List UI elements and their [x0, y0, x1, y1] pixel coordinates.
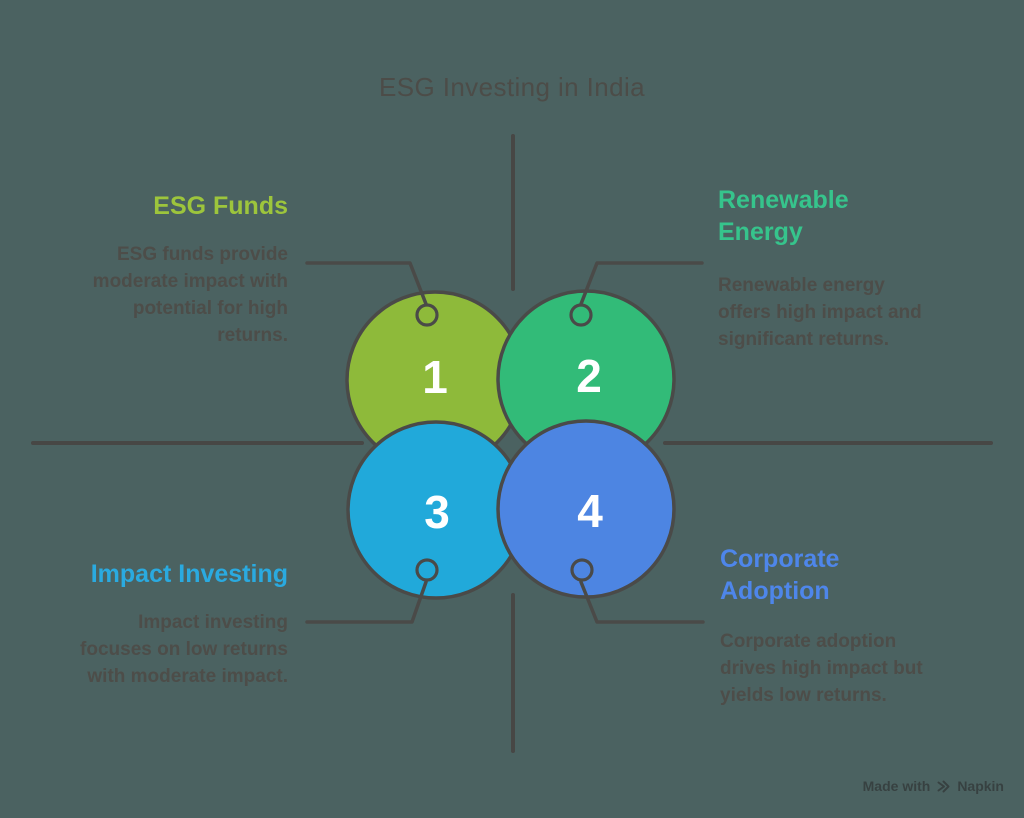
description-line: offers high impact and	[718, 302, 922, 323]
watermark-prefix: Made with	[862, 778, 931, 794]
quadrant-block-corporate-adoption: Corporate Adoption Corporate adoption dr…	[720, 543, 972, 709]
quadrant-block-renewable-energy: Renewable Energy Renewable energy offers…	[718, 184, 970, 353]
description-line: drives high impact but	[720, 658, 923, 679]
quadrant-description: Renewable energy offers high impact and …	[718, 272, 970, 353]
description-line: yields low returns.	[720, 685, 887, 706]
page-title: ESG Investing in India	[378, 72, 646, 102]
quadrant-description: Corporate adoption drives high impact bu…	[720, 628, 972, 709]
heading-line: Renewable	[718, 186, 849, 214]
circle-number-3: 3	[424, 486, 450, 538]
description-line: Corporate adoption	[720, 631, 897, 652]
quadrant-description: Impact investing focuses on low returns …	[48, 609, 288, 690]
description-line: with moderate impact.	[87, 666, 288, 687]
connectors	[305, 261, 705, 624]
quadrant-description: ESG funds provide moderate impact with p…	[48, 241, 288, 349]
circle-number-2: 2	[576, 350, 602, 402]
quadrant-block-impact-investing: Impact Investing Impact investing focuse…	[48, 559, 288, 690]
quadrant-heading: Renewable Energy	[718, 184, 970, 248]
axes	[31, 134, 993, 753]
description-line: Impact investing	[138, 612, 288, 633]
anchor-rings	[415, 303, 594, 582]
connector-renewable-energy	[579, 261, 704, 306]
watermark-brand: Napkin	[957, 778, 1004, 794]
heading-line: Energy	[718, 218, 803, 246]
quadrant-heading: ESG Funds	[153, 192, 288, 220]
description-line: Renewable energy	[718, 275, 885, 296]
ring-esg-funds	[415, 303, 439, 327]
connector-corporate-adoption	[579, 580, 705, 624]
heading-line: Adoption	[720, 577, 830, 605]
ring-corporate-adoption	[570, 558, 594, 582]
description-line: potential for high	[132, 298, 288, 319]
connector-impact-investing	[305, 580, 428, 624]
watermark: Made with Napkin	[863, 778, 1004, 794]
circle-number-4: 4	[577, 485, 603, 537]
circle-number-1: 1	[422, 351, 448, 403]
ring-impact-investing	[415, 558, 439, 582]
quadrant-heading: Impact Investing	[90, 560, 288, 588]
heading-line: Corporate	[720, 545, 840, 573]
quadrant-heading: Corporate Adoption	[720, 543, 972, 607]
description-line: focuses on low returns	[80, 639, 288, 660]
description-line: ESG funds provide	[116, 244, 288, 265]
ring-renewable-energy	[569, 303, 593, 327]
description-line: returns.	[217, 325, 288, 346]
quadrant-block-esg-funds: ESG Funds ESG funds provide moderate imp…	[48, 191, 288, 349]
description-line: moderate impact with	[92, 271, 288, 292]
description-line: significant returns.	[718, 329, 890, 350]
connector-esg-funds	[305, 261, 428, 306]
napkin-logo-icon	[937, 780, 950, 792]
